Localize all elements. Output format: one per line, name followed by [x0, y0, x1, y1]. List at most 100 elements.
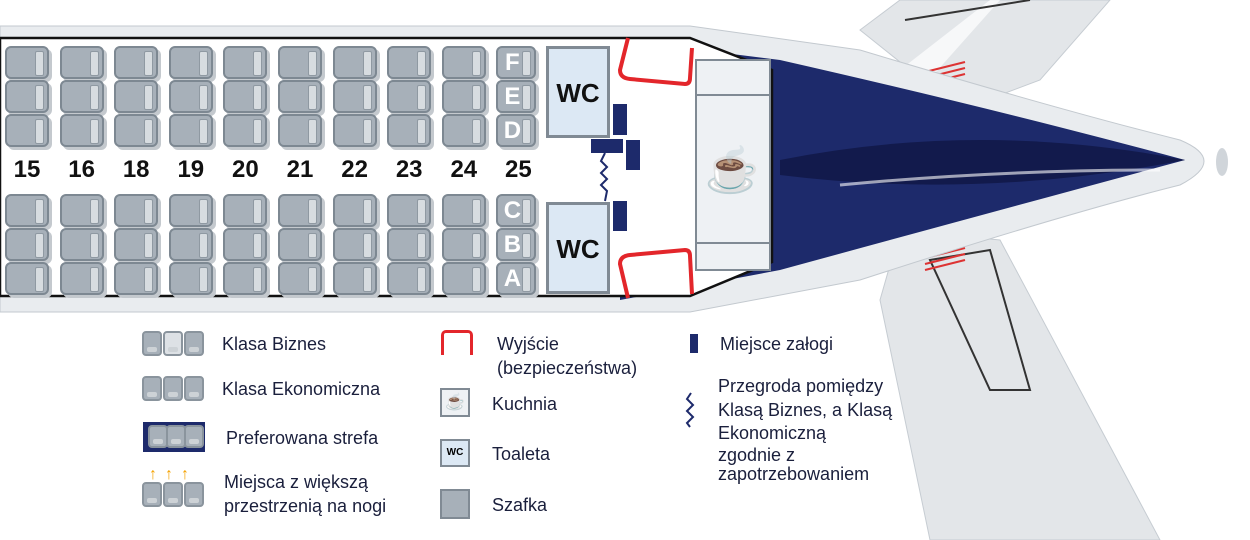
seat-24F[interactable] [441, 46, 486, 79]
seat-16D[interactable] [59, 114, 104, 147]
seat-25C[interactable]: C [496, 194, 537, 227]
seat-21E[interactable] [278, 80, 322, 113]
seat-23F[interactable] [387, 46, 432, 79]
legend-label: Preferowana strefa [226, 428, 379, 448]
legend-label: Miejsce załogi [720, 334, 834, 354]
row-number: 19 [177, 156, 205, 183]
seat-21C[interactable] [278, 194, 322, 227]
seat-24A[interactable] [441, 262, 486, 295]
seat-20A[interactable] [223, 262, 268, 295]
seat-15D[interactable] [5, 114, 49, 147]
seat-24E[interactable] [441, 80, 486, 113]
coffee-icon: ☕ [440, 388, 470, 417]
legend-label: Przegroda pomiędzy [718, 376, 884, 396]
seat-24C[interactable] [441, 194, 486, 227]
legend-label: Ekonomiczną [718, 423, 827, 443]
seat-23A[interactable] [387, 262, 432, 295]
seat-23B[interactable] [387, 228, 432, 261]
seat-23E[interactable] [387, 80, 432, 113]
legend-label: Wyjście [497, 334, 559, 354]
seat-25D[interactable]: D [496, 114, 537, 147]
row-number: 15 [13, 156, 41, 183]
seat-21B[interactable] [278, 228, 322, 261]
legend-label: (bezpieczeństwa) [497, 358, 638, 378]
closet-icon [440, 489, 470, 519]
seat-24B[interactable] [441, 228, 486, 261]
seat-20B[interactable] [223, 228, 268, 261]
seat-20C[interactable] [223, 194, 268, 227]
seat-22C[interactable] [332, 194, 377, 227]
seat-22B[interactable] [332, 228, 377, 261]
legend-label: Szafka [492, 495, 548, 515]
seat-18B[interactable] [114, 228, 159, 261]
seat-16F[interactable] [59, 46, 104, 79]
zigzag-icon [685, 392, 695, 428]
legend-label: Miejsca z większą [224, 472, 369, 492]
row-number: 24 [450, 156, 478, 183]
seat-18F[interactable] [114, 46, 159, 79]
row-number: 25 [505, 156, 532, 183]
seat-18A[interactable] [114, 262, 159, 295]
crew-seat-icon [591, 104, 640, 231]
seat-16A[interactable] [59, 262, 104, 295]
seat-25E[interactable]: E [496, 80, 537, 113]
lower-wing [879, 229, 1161, 540]
seat-19D[interactable] [168, 114, 213, 147]
seat-25A[interactable]: A [496, 262, 537, 295]
lavatory-upper: WC [546, 46, 610, 138]
seat-19A[interactable] [168, 262, 213, 295]
seat-18E[interactable] [114, 80, 159, 113]
exit-upper [617, 37, 694, 87]
seat-22A[interactable] [332, 262, 377, 295]
legend-label: Klasą Biznes, a Klasą [718, 400, 893, 420]
seat-19B[interactable] [168, 228, 213, 261]
seat-16B[interactable] [59, 228, 104, 261]
seat-24D[interactable] [441, 114, 486, 147]
seat-15E[interactable] [5, 80, 49, 113]
seat-16E[interactable] [59, 80, 104, 113]
legend-label: zgodnie z [718, 445, 796, 465]
seat-22F[interactable] [332, 46, 377, 79]
seat-19F[interactable] [168, 46, 213, 79]
seat-21D[interactable] [278, 114, 322, 147]
seat-19E[interactable] [168, 80, 213, 113]
row-number: 22 [341, 156, 368, 183]
seat-15A[interactable] [5, 262, 49, 295]
row-number: 23 [395, 156, 423, 183]
seat-25F[interactable]: F [496, 46, 537, 79]
exit-icon [441, 330, 473, 355]
seat-25B[interactable]: B [496, 228, 537, 261]
legend-label: zapotrzebowaniem [718, 464, 870, 484]
seat-21F[interactable] [278, 46, 322, 79]
legend-label: przestrzenią na nogi [224, 496, 387, 516]
row-number: 20 [232, 156, 259, 183]
seat-20F[interactable] [223, 46, 268, 79]
seat-18C[interactable] [114, 194, 159, 227]
seat-23C[interactable] [387, 194, 432, 227]
seat-19C[interactable] [168, 194, 213, 227]
seat-15B[interactable] [5, 228, 49, 261]
seat-15C[interactable] [5, 194, 49, 227]
divider-zigzag [599, 152, 609, 202]
arrow-up-icon: ↑↑↑ [149, 466, 197, 483]
seat-15F[interactable] [5, 46, 49, 79]
seat-20E[interactable] [223, 80, 268, 113]
row-number: 16 [68, 156, 95, 183]
legend-label: Klasa Ekonomiczna [222, 379, 381, 399]
legend-label: Klasa Biznes [222, 334, 327, 354]
seat-22D[interactable] [332, 114, 377, 147]
coffee-icon: ☕ [705, 143, 760, 195]
legend-label: Kuchnia [492, 394, 558, 414]
seat-21A[interactable] [278, 262, 322, 295]
legend-label: Toaleta [492, 444, 551, 464]
row-number: 18 [122, 156, 150, 183]
row-number: 21 [286, 156, 314, 183]
crew-seat-icon [690, 334, 698, 353]
seat-23D[interactable] [387, 114, 432, 147]
seat-16C[interactable] [59, 194, 104, 227]
lavatory-lower: WC [546, 202, 610, 294]
seat-18D[interactable] [114, 114, 159, 147]
seat-20D[interactable] [223, 114, 268, 147]
seat-22E[interactable] [332, 80, 377, 113]
exit-lower [617, 247, 694, 299]
